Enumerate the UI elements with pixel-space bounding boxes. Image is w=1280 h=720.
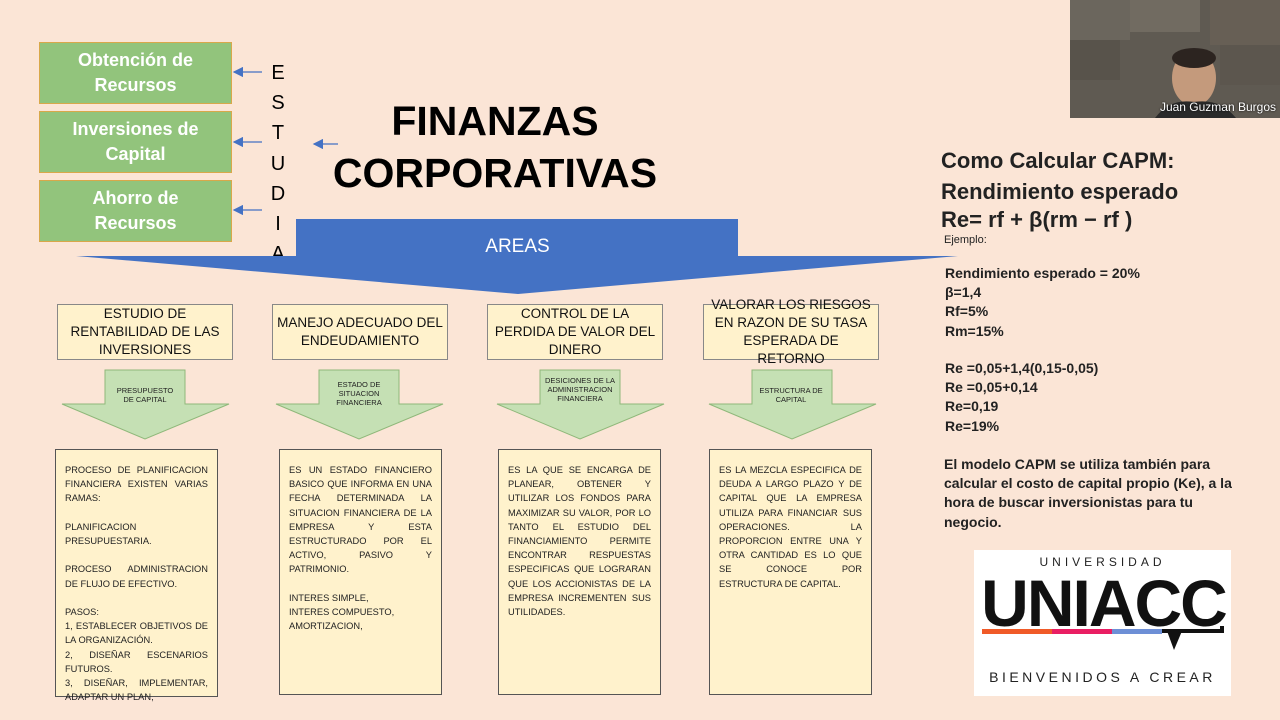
letter: D (270, 182, 286, 205)
area-title: MANEJO ADECUADO DEL ENDEUDAMIENTO (277, 315, 443, 348)
capm-value: β=1,4 (945, 284, 982, 301)
logo-tagline: BIENVENIDOS A CREAR (989, 669, 1216, 685)
title-line: CORPORATIVAS (332, 150, 658, 196)
areas-arrow (76, 219, 958, 294)
capm-value: Rm=15% (945, 322, 1004, 339)
box-obtencion-recursos: Obtención de Recursos (39, 42, 232, 104)
letter: S (271, 92, 285, 115)
box-label: Ahorro de (92, 188, 179, 208)
box-label: Capital (105, 144, 166, 164)
capm-panel: Como Calcular CAPM: Rendimiento esperado… (941, 145, 1178, 247)
box-label: Inversiones de (72, 119, 199, 139)
capm-step: Re=19% (945, 417, 1000, 434)
logo-brand-text: UNIACC (981, 566, 1228, 640)
area-title: ESTUDIO DE RENTABILIDAD DE LAS INVERSION… (70, 306, 220, 357)
area-box-riesgos: VALORAR LOS RIESGOS EN RAZON DE SU TASA … (703, 297, 879, 366)
capm-heading: Como Calcular CAPM: (941, 148, 1175, 173)
page-title: FINANZAS CORPORATIVAS (330, 95, 660, 199)
capm-given: Rendimiento esperado = 20% β=1,4 Rf=5% R… (945, 264, 1140, 341)
participant-video-icon (1070, 0, 1280, 118)
capm-value: Rendimiento esperado = 20% (945, 265, 1140, 281)
box-inversiones-capital: Inversiones de Capital (39, 111, 232, 173)
letter: U (270, 152, 286, 175)
box-label: Obtención de (77, 50, 193, 70)
down-arrow (61, 369, 230, 440)
capm-steps: Re =0,05+1,4(0,15-0,05) Re =0,05+0,14 Re… (945, 359, 1098, 436)
box-label: Recursos (94, 75, 177, 95)
logo-top-text: UNIVERSIDAD (1039, 555, 1166, 569)
webcam-video[interactable]: Juan Guzman Burgos (1070, 0, 1280, 118)
area-title: VALORAR LOS RIESGOS EN RAZON DE SU TASA … (711, 297, 871, 366)
area-box-valor-dinero: CONTROL DE LA PERDIDA DE VALOR DEL DINER… (487, 304, 663, 360)
desc-box: ES UN ESTADO FINANCIERO BASICO QUE INFOR… (279, 449, 442, 695)
down-arrow (708, 369, 877, 440)
capm-formula: Re= rf + β(rm − rf ) (941, 207, 1133, 232)
participant-name: Juan Guzman Burgos (1159, 100, 1276, 114)
area-box-endeudamiento: MANEJO ADECUADO DEL ENDEUDAMIENTO (272, 304, 448, 360)
down-arrow (275, 369, 444, 440)
capm-step: Re =0,05+0,14 (945, 379, 1038, 396)
example-label: Ejemplo: (944, 234, 987, 246)
arrow-label: ESTRUCTURA DE CAPITAL (759, 386, 823, 404)
capm-note: El modelo CAPM se utiliza también para c… (944, 455, 1232, 532)
capm-value: Rf=5% (945, 303, 989, 320)
box-label: Recursos (94, 213, 177, 233)
areas-label: AREAS (485, 236, 550, 257)
note-line: negocio. (944, 513, 1002, 530)
desc-box: PROCESO DE PLANIFICACION FINANCIERA EXIS… (55, 449, 218, 702)
logo-stripe-icon (982, 626, 1224, 650)
arrow-label: ESTADO DE SITUACION FINANCIERA (336, 380, 382, 407)
arrow-label: DESICIONES DE LA ADMINISTRACION FINANCIE… (544, 376, 616, 403)
down-arrow (496, 369, 665, 440)
title-line: FINANZAS (391, 98, 599, 144)
area-title: CONTROL DE LA PERDIDA DE VALOR DEL DINER… (494, 306, 656, 357)
letter: E (271, 62, 285, 84)
box-ahorro-recursos: Ahorro de Recursos (39, 180, 232, 242)
letter: T (271, 122, 285, 145)
desc-box: ES LA MEZCLA ESPECIFICA DE DEUDA A LARGO… (709, 449, 872, 695)
letter: I (275, 213, 281, 236)
connector-arrows (232, 66, 338, 216)
note-line: calcular el costo de capital propio (Ke)… (944, 475, 1232, 492)
area-box-rentabilidad: ESTUDIO DE RENTABILIDAD DE LAS INVERSION… (57, 304, 233, 360)
capm-step: Re=0,19 (945, 398, 999, 415)
uniacc-logo: UNIVERSIDAD UNIACC BIENVENIDOS A CREAR (974, 550, 1231, 696)
capm-step: Re =0,05+1,4(0,15-0,05) (945, 360, 1099, 376)
note-line: hora de buscar inversionistas para tu (944, 494, 1193, 511)
capm-heading: Rendimiento esperado (941, 179, 1179, 204)
desc-box: ES LA QUE SE ENCARGA DE PLANEAR, OBTENER… (498, 449, 661, 695)
note-line: El modelo CAPM se utiliza también para (944, 456, 1211, 472)
arrow-label: PRESUPUESTO DE CAPITAL (116, 386, 174, 404)
